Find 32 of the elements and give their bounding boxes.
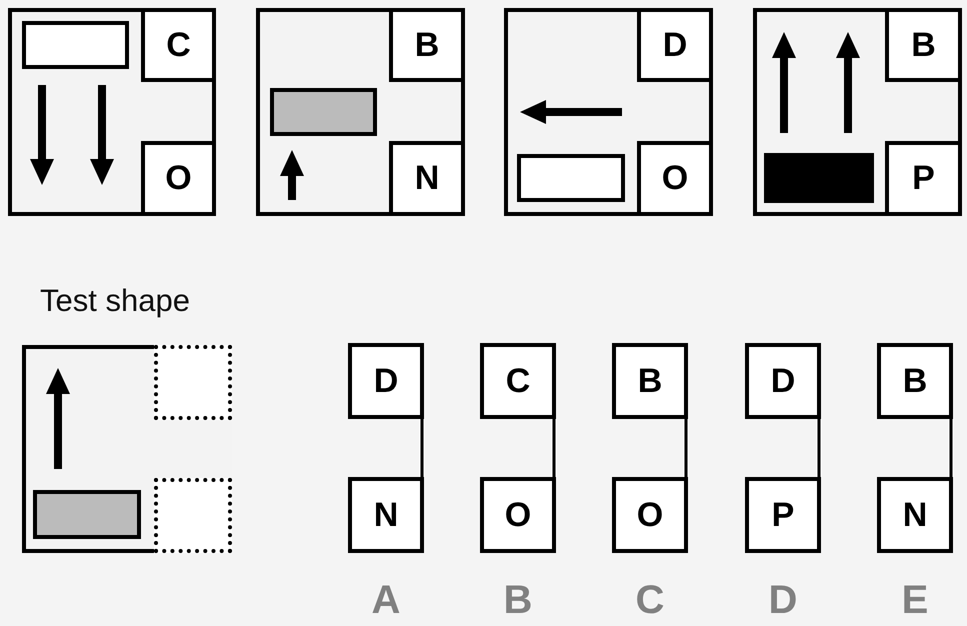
- letter-box: B: [877, 343, 953, 419]
- option-letter: C: [634, 578, 666, 623]
- puzzle-panel: [256, 8, 465, 216]
- bar-block: [517, 154, 625, 202]
- connector-line: [552, 419, 556, 477]
- bar-block: [33, 490, 141, 539]
- letter-box: O: [480, 477, 556, 553]
- connector-line: [420, 419, 424, 477]
- dotted-slot: [154, 478, 232, 553]
- letter-box: D: [348, 343, 424, 419]
- puzzle-panel: [8, 8, 216, 216]
- letter-box: C: [480, 343, 556, 419]
- letter-box: N: [348, 477, 424, 553]
- letter-box: O: [612, 477, 688, 553]
- bar-block: [270, 88, 377, 136]
- connector-line: [684, 419, 688, 477]
- connector-line: [950, 419, 952, 477]
- puzzle-panel: [504, 8, 713, 216]
- option-letter: A: [370, 578, 402, 623]
- option-letter: B: [502, 578, 534, 623]
- option-letter: E: [900, 578, 930, 623]
- dotted-slot: [154, 345, 232, 420]
- bar-block: [22, 21, 129, 69]
- letter-box: N: [877, 477, 953, 553]
- letter-box: P: [745, 477, 821, 553]
- letter-box: B: [612, 343, 688, 419]
- bar-block: [764, 153, 874, 203]
- option-letter: D: [768, 578, 798, 623]
- panel-heading: Test shape: [40, 283, 190, 319]
- letter-box: D: [745, 343, 821, 419]
- puzzle-panel: [753, 8, 962, 216]
- connector-line: [818, 419, 820, 477]
